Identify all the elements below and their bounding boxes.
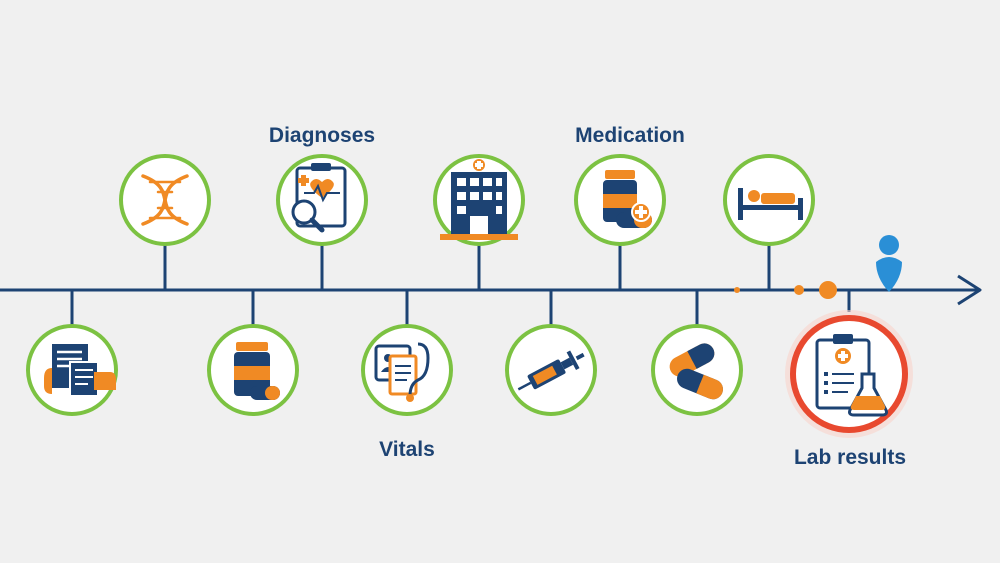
patient-record-forms-icon (44, 344, 116, 397)
event-node-vitals (361, 324, 453, 416)
pill-bottle-icon (234, 342, 280, 400)
monitor-stethoscope-icon (374, 342, 430, 402)
event-node-capsules (651, 324, 743, 416)
patient-marker-icon (876, 235, 902, 292)
label-medication: Medication (575, 124, 685, 147)
event-node-patient-records (26, 324, 118, 416)
progress-dots (734, 281, 837, 299)
connectors-above (163, 244, 771, 290)
capsules-icon (669, 343, 723, 400)
hospital-building-icon (440, 159, 518, 240)
timeline-axis (0, 274, 982, 306)
event-node-diagnoses (276, 154, 368, 246)
event-node-pill-bottle (207, 324, 299, 416)
event-node-lab-results (785, 310, 913, 438)
event-node-dna (119, 154, 211, 246)
connectors-below (70, 290, 851, 330)
event-node-syringe (505, 324, 597, 416)
hospital-bed-icon (738, 188, 803, 220)
event-node-hospital (433, 154, 525, 246)
clipboard-heart-magnifier-icon (291, 163, 347, 233)
label-diagnoses: Diagnoses (268, 124, 376, 147)
label-lab-results: Lab results (793, 446, 907, 469)
pill-bottle-capsule-icon (603, 170, 652, 228)
event-node-medication (574, 154, 666, 246)
lab-report-flask-icon (815, 334, 888, 417)
dna-icon (141, 174, 189, 226)
syringe-icon (517, 350, 585, 391)
label-vitals: Vitals (379, 438, 435, 461)
event-node-hospital-bed (723, 154, 815, 246)
